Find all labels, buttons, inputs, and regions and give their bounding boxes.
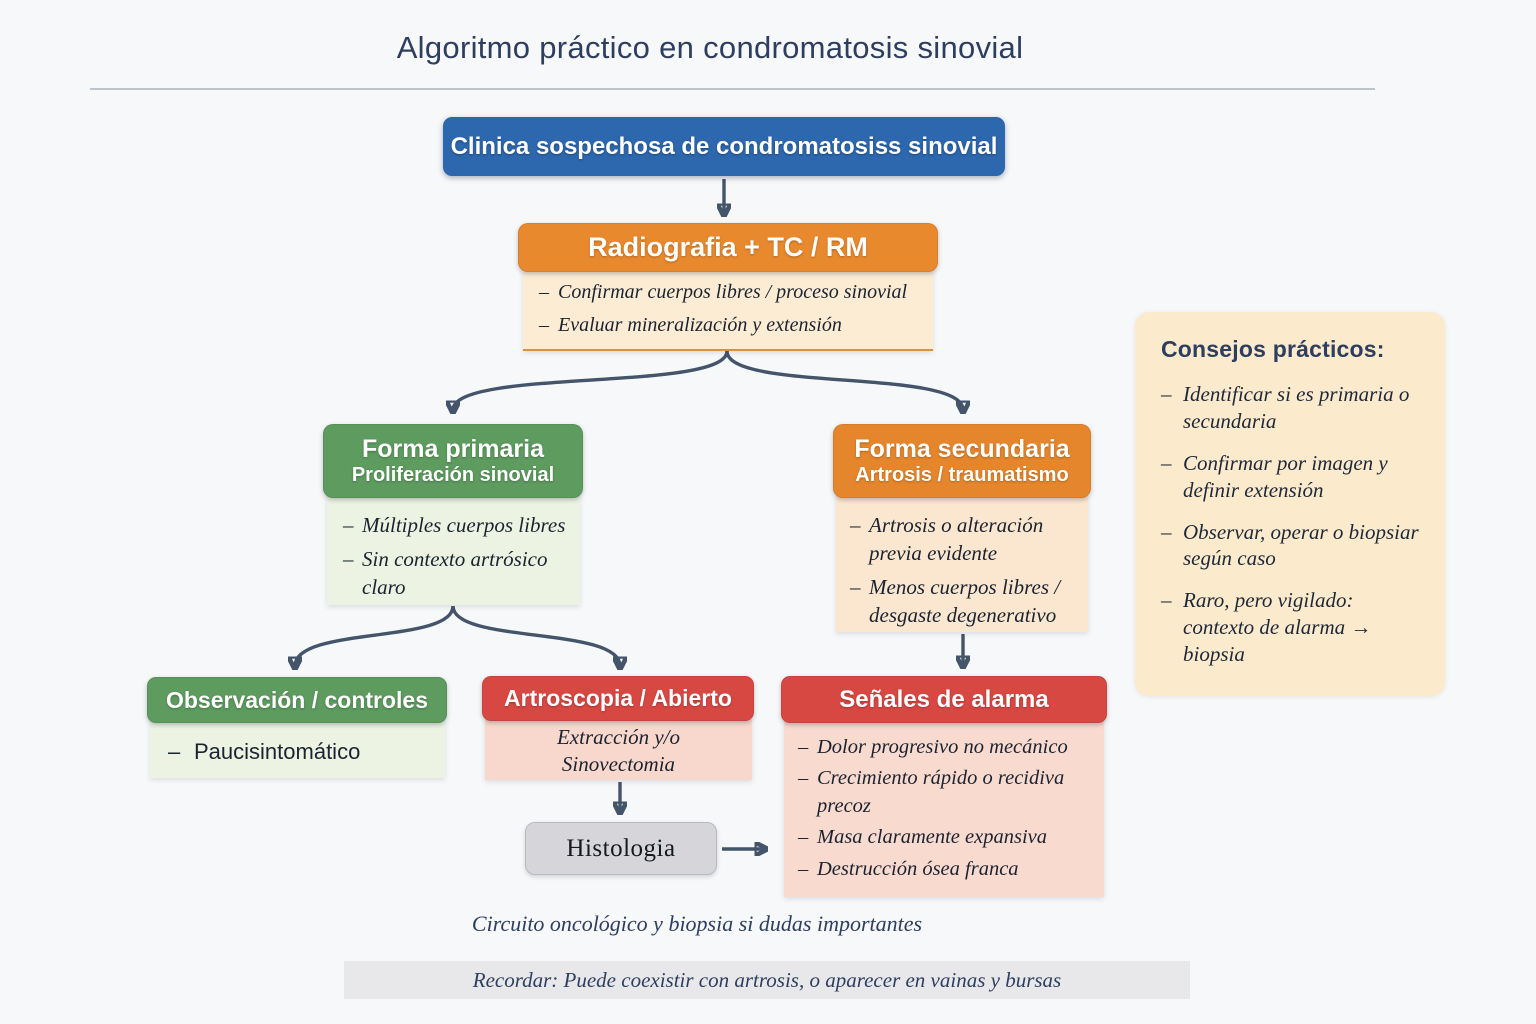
arrow-primaria-to-artroscopia	[451, 605, 620, 666]
radiografia-bullet: Confirmar cuerpos libres / proceso sinov…	[539, 279, 923, 306]
arrow-primaria-to-observacion	[295, 605, 455, 666]
clinica-sospechosa-box: Clinica sospechosa de condromatosiss sin…	[443, 117, 1005, 176]
recordar-note-bar: Recordar: Puede coexistir con artrosis, …	[344, 961, 1190, 999]
observacion-title: Observación / controles	[165, 686, 429, 713]
forma-secundaria-bullet: Artrosis o alteración previa evidente	[850, 511, 1084, 567]
forma-secundaria-title: Forma secundaria	[854, 435, 1070, 463]
artroscopia-body: Extracción y/o Sinovectomia	[485, 719, 752, 780]
senales-alarma-body: Dolor progresivo no mecánico Crecimiento…	[784, 721, 1104, 897]
radiografia-body: Confirmar cuerpos libres / proceso sinov…	[523, 270, 933, 351]
observacion-body: Paucisintomático	[150, 721, 445, 778]
arrow-radiografia-to-secundaria	[725, 350, 963, 410]
radiografia-title: Radiografia + TC / RM	[588, 232, 868, 262]
consejo-item: Confirmar por imagen y definir extensión	[1161, 450, 1421, 504]
radiografia-bullet: Evaluar mineralización y extensión	[539, 312, 923, 339]
senales-bullet: Dolor progresivo no mecánico	[798, 734, 1100, 762]
forma-secundaria-bullet: Menos cuerpos libres / desgaste degenera…	[850, 573, 1084, 629]
recordar-note-text: Recordar: Puede coexistir con artrosis, …	[472, 967, 1062, 992]
observacion-header: Observación / controles	[147, 677, 447, 723]
senales-alarma-header: Señales de alarma	[781, 676, 1107, 723]
senales-bullet: Masa claramente expansiva	[798, 824, 1100, 852]
artroscopia-title: Artroscopia / Abierto	[504, 685, 732, 711]
forma-primaria-header: Forma primaria Proliferación sinovial	[323, 424, 583, 498]
senales-bullet: Crecimiento rápido o recidiva precoz	[798, 765, 1100, 820]
forma-primaria-subtitle: Proliferación sinovial	[351, 464, 555, 486]
observacion-bullet: Paucisintomático	[168, 737, 445, 767]
page-title: Algoritmo práctico en condromatosis sino…	[396, 30, 1024, 65]
consejos-practicos-panel: Consejos prácticos: Identificar si es pr…	[1135, 312, 1445, 696]
artroscopia-body-text: Extracción y/o Sinovectomia	[556, 725, 681, 777]
forma-secundaria-header: Forma secundaria Artrosis / traumatismo	[833, 424, 1091, 498]
consejos-title: Consejos prácticos:	[1161, 336, 1385, 362]
forma-secundaria-body: Artrosis o alteración previa evidente Me…	[836, 496, 1088, 632]
clinica-label: Clinica sospechosa de condromatosiss sin…	[450, 132, 998, 160]
radiografia-header: Radiografia + TC / RM	[518, 223, 938, 272]
arrow-radiografia-to-primaria	[453, 350, 729, 410]
consejo-item: Identificar si es primaria o secundaria	[1161, 381, 1421, 435]
circuito-oncologico-note: Circuito oncológico y biopsia si dudas i…	[471, 911, 923, 936]
consejo-item: Raro, pero vigilado: contexto de alarma …	[1161, 587, 1421, 668]
forma-secundaria-subtitle: Artrosis / traumatismo	[855, 464, 1069, 486]
artroscopia-header: Artroscopia / Abierto	[482, 676, 754, 721]
senales-bullet: Destrucción ósea franca	[798, 856, 1100, 884]
senales-alarma-title: Señales de alarma	[839, 685, 1049, 713]
forma-primaria-title: Forma primaria	[361, 435, 544, 463]
forma-primaria-bullet: Sin contexto artrósico claro	[343, 545, 574, 601]
histologia-label: Histologia	[566, 834, 676, 862]
histologia-box: Histologia	[525, 822, 717, 875]
forma-primaria-bullet: Múltiples cuerpos libres	[343, 511, 574, 539]
forma-primaria-body: Múltiples cuerpos libres Sin contexto ar…	[327, 496, 580, 605]
title-divider	[90, 88, 1375, 90]
consejo-item: Observar, operar o biopsiar según caso	[1161, 519, 1421, 573]
